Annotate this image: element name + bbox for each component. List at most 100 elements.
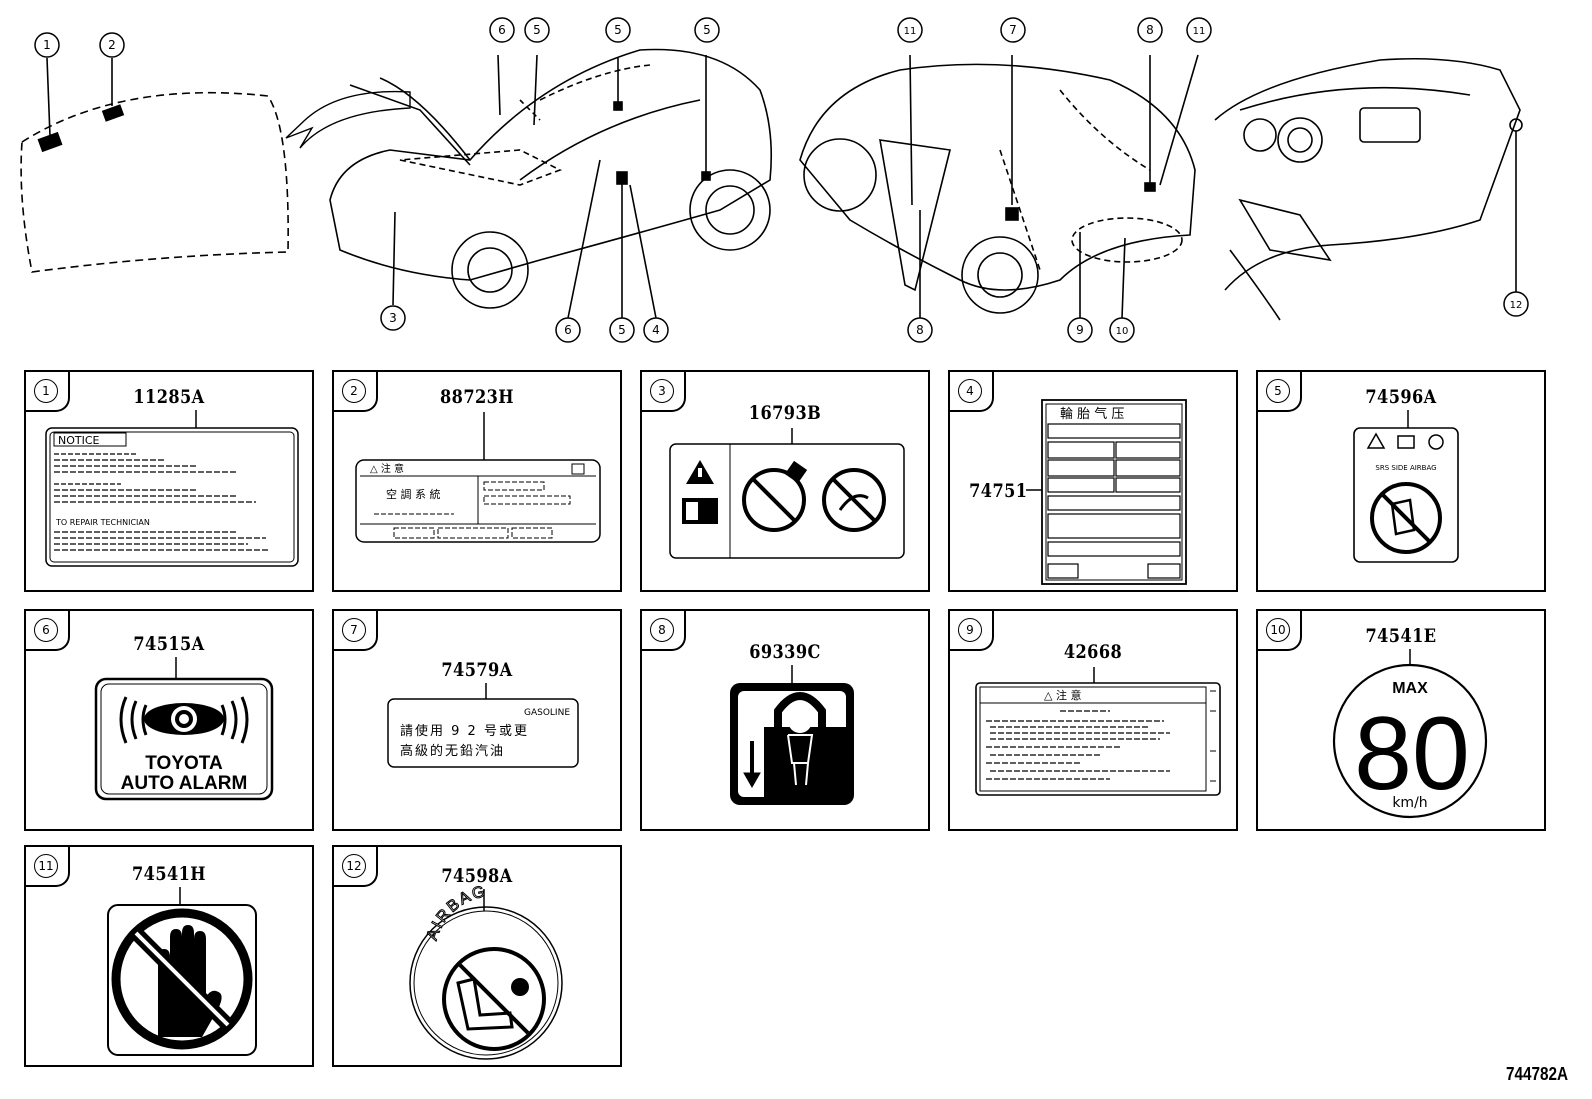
vehicle-overview-illustration: 1 2 6 5 5 5 3 6 5 4 11 7 8 11 8 9 10 12	[20, 17, 1529, 343]
child-lock-label-art	[730, 665, 854, 805]
circle-icon	[1428, 434, 1444, 450]
no-hand-icon	[111, 908, 253, 1050]
callout-label: 9	[1076, 323, 1084, 337]
label-panel-2: 2 88723H △ 注 意 空 調 系 統	[332, 370, 622, 592]
car-key-icon	[144, 703, 224, 735]
label-panel-9: 9 42668 △ 注 意	[948, 609, 1238, 831]
tire-pressure-label-art: 輪 胎 气 压	[1026, 399, 1187, 585]
callout-label: 5	[614, 23, 622, 37]
hood-label-1-mark	[37, 131, 63, 153]
label-panel-6: 6 74515A TOYOTA AUTO ALARM	[24, 609, 314, 831]
dashboard-drawing	[1214, 57, 1523, 321]
callout-label: 5	[703, 23, 711, 37]
callout-label: 7	[1009, 23, 1017, 37]
no-rear-facing-seat-icon	[822, 468, 886, 532]
label-panel-4: 4 74751 輪 胎 气 压	[948, 370, 1238, 592]
callout-label: 4	[652, 323, 660, 337]
part-number: 74596A	[1365, 386, 1437, 408]
part-number: 74598A	[441, 865, 513, 887]
callout-label: 3	[389, 311, 397, 325]
callout-label: 2	[108, 38, 116, 52]
ac-label-art: △ 注 意 空 調 系 統	[355, 412, 601, 543]
warning-triangle-icon	[1366, 432, 1386, 449]
panel-index: 7	[342, 618, 366, 642]
notice-label-art: NOTICE TO REPAIR TECHNICIAN	[45, 410, 299, 567]
front-car-drawing	[329, 48, 772, 319]
label-panel-12: 12 74598A AIRBAG	[332, 845, 622, 1067]
notice-text: NOTICE	[58, 434, 100, 447]
gasoline-text: GASOLINE	[524, 708, 570, 718]
srs-side-airbag-label-art: SRS SIDE AIRBAG	[1353, 410, 1459, 563]
toyota-text: TOYOTA	[145, 753, 223, 774]
panel-index: 10	[1266, 618, 1290, 642]
speed-value: 80	[1354, 696, 1470, 812]
panel-index: 11	[34, 854, 58, 878]
callout-label: 5	[618, 323, 626, 337]
auto-alarm-text: AUTO ALARM	[121, 773, 248, 794]
hood-label-2-mark	[101, 104, 125, 122]
part-number: 74751	[969, 480, 1028, 502]
panel-index: 6	[34, 618, 58, 642]
panel-index: 5	[1266, 379, 1290, 403]
label-panel-10: 10 74541E MAX 80 km/h	[1256, 609, 1546, 831]
label-panel-5: 5 74596A SRS SIDE AIRBAG	[1256, 370, 1546, 592]
callout-label: 11	[1193, 26, 1206, 37]
speed-limit-label-art: MAX 80 km/h	[1332, 649, 1488, 819]
label-panel-7: 7 74579A GASOLINE 請使用 9 2 号或更 高級的无鉛汽油	[332, 609, 622, 831]
down-arrow-icon	[743, 741, 761, 789]
part-number: 11285A	[133, 386, 205, 408]
hood-arrow	[285, 90, 411, 149]
no-touch-label-art	[107, 887, 257, 1056]
no-seat-airbag-icon	[442, 947, 546, 1051]
part-number: 88723H	[439, 386, 515, 408]
callout-label: 10	[1116, 326, 1129, 337]
part-number: 69339C	[749, 641, 821, 663]
callout-label: 11	[904, 26, 917, 37]
fuel-label-art: GASOLINE 請使用 9 2 号或更 高級的无鉛汽油	[387, 683, 579, 768]
callout-label: 5	[533, 23, 541, 37]
part-number: 16793B	[748, 402, 822, 424]
label-panel-1: 1 11285A NOTICE TO REPAIR TECHNICIAN	[24, 370, 314, 592]
callout-label: 12	[1510, 300, 1523, 311]
child-figure-icon	[787, 709, 814, 786]
speed-unit: km/h	[1392, 795, 1427, 811]
no-child-seat-icon	[742, 460, 808, 532]
fuel-instruction-line-2: 高級的无鉛汽油	[400, 743, 505, 759]
callout-label: 8	[1146, 23, 1154, 37]
srs-side-airbag-caption: SRS SIDE AIRBAG	[1375, 464, 1436, 472]
repair-technician-text: TO REPAIR TECHNICIAN	[55, 518, 150, 527]
manual-book-icon	[1397, 435, 1415, 449]
part-number: 42668	[1063, 641, 1123, 663]
panel-index: 3	[650, 379, 674, 403]
fuel-instruction-line-1: 請使用 9 2 号或更	[400, 723, 529, 739]
panel-index: 1	[34, 379, 58, 403]
hood-outline	[20, 91, 289, 273]
callout-label: 8	[916, 323, 924, 337]
alarm-waves-icon	[119, 696, 249, 744]
auto-alarm-label-art: TOYOTA AUTO ALARM	[94, 657, 274, 801]
svg-text:AIRBAG: AIRBAG	[424, 883, 489, 942]
panel-index: 8	[650, 618, 674, 642]
part-number: 74515A	[133, 633, 205, 655]
label-panel-8: 8 69339C	[640, 609, 930, 831]
label-panel-3: 3 16793B	[640, 370, 930, 592]
caution-heading: △ 注 意	[1044, 688, 1081, 702]
callout-label: 6	[498, 23, 506, 37]
airbag-label-art: AIRBAG	[409, 883, 563, 1060]
part-number: 74541H	[131, 863, 207, 885]
airbag-ring-text: AIRBAG	[423, 883, 487, 943]
max-text: MAX	[1392, 680, 1428, 697]
label-panel-11: 11 74541H	[24, 845, 314, 1067]
caution-heading: △ 注 意	[370, 462, 404, 475]
panel-index: 9	[958, 618, 982, 642]
panel-index: 2	[342, 379, 366, 403]
caution-label-art: △ 注 意	[975, 667, 1221, 796]
rear-car-drawing	[799, 54, 1199, 319]
airbag-warning-label-art	[669, 428, 905, 559]
part-number: 74541E	[1365, 625, 1437, 647]
part-number: 74579A	[441, 659, 513, 681]
callout-label: 6	[564, 323, 572, 337]
panel-index: 4	[958, 379, 982, 403]
tire-pressure-heading: 輪 胎 气 压	[1060, 406, 1124, 422]
diagram-reference-code: 744782A	[1505, 1064, 1568, 1084]
